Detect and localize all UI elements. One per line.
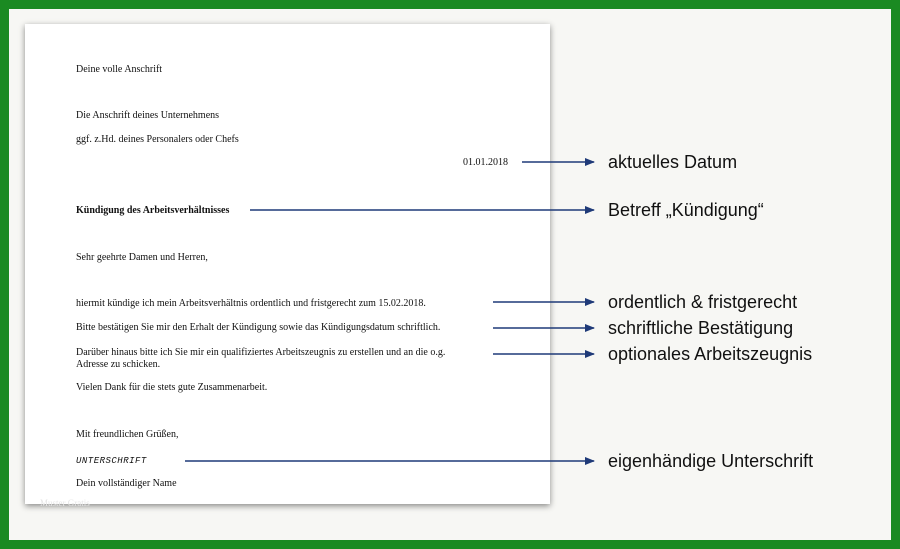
salutation: Sehr geehrte Damen und Herren,: [76, 252, 208, 263]
letter-date: 01.01.2018: [463, 157, 508, 168]
letter-page: [25, 24, 550, 504]
body-paragraph-reference-line1: Darüber hinaus bitte ich Sie mir ein qua…: [76, 347, 446, 358]
body-paragraph-thanks: Vielen Dank für die stets gute Zusammena…: [76, 382, 268, 393]
attention-line: ggf. z.Hd. deines Personalers oder Chefs: [76, 134, 239, 145]
body-paragraph-reference-line2: Adresse zu schicken.: [76, 359, 161, 370]
letter-subject: Kündigung des Arbeitsverhältnisses: [76, 205, 230, 216]
sender-address: Deine volle Anschrift: [76, 64, 163, 75]
signature-placeholder: UNTERSCHRIFT: [76, 456, 147, 466]
annotation-subject: Betreff „Kündigung“: [608, 200, 764, 220]
annotation-signature: eigenhändige Unterschrift: [608, 451, 814, 471]
full-name: Dein vollständiger Name: [76, 478, 177, 489]
annotation-date: aktuelles Datum: [608, 152, 738, 172]
body-paragraph-termination: hiermit kündige ich mein Arbeitsverhältn…: [76, 298, 426, 309]
annotation-ordentlich: ordentlich & fristgerecht: [608, 292, 798, 312]
annotation-confirmation: schriftliche Bestätigung: [608, 318, 794, 338]
annotation-reference: optionales Arbeitszeugnis: [608, 344, 813, 364]
company-address: Die Anschrift deines Unternehmens: [76, 110, 220, 121]
body-paragraph-confirmation: Bitte bestätigen Sie mir den Erhalt der …: [76, 322, 441, 333]
closing-line: Mit freundlichen Grüßen,: [76, 429, 179, 440]
watermark: Muster Gratis: [40, 498, 90, 508]
